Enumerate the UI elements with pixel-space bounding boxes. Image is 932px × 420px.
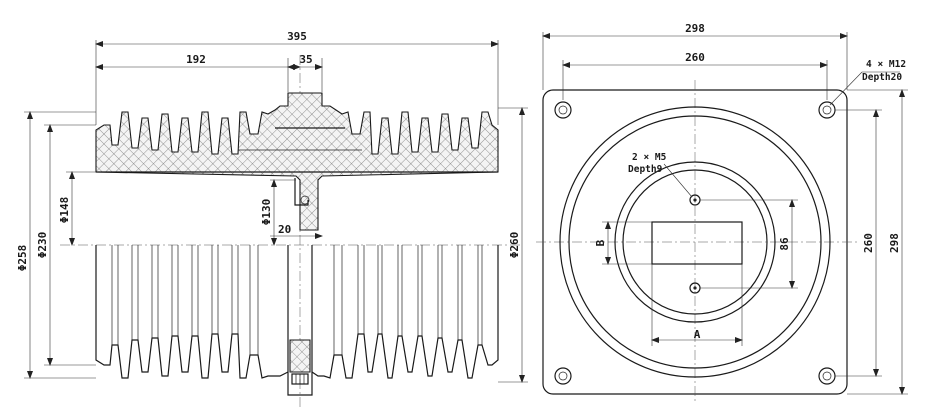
- bolt-note: 4 × M12: [866, 59, 906, 70]
- screw-note: 2 × M5: [632, 152, 667, 163]
- dim-overall-width: 395: [95, 30, 499, 125]
- dim-b: B: [594, 221, 652, 265]
- dim-bore-width-label: 20: [278, 223, 291, 236]
- dim-dia-right-label: Φ260: [508, 232, 521, 259]
- rectangular-opening: [651, 221, 743, 265]
- bolt-callout: 4 × M12 Depth20: [829, 59, 906, 106]
- bolt-depth: Depth20: [862, 72, 902, 83]
- dim-dia-outer: Φ258: [16, 111, 96, 379]
- bore-circle: [622, 169, 768, 315]
- dim-bolt-spacing-vertical: 260: [835, 109, 882, 377]
- dim-dia-inner: Φ148: [58, 171, 96, 246]
- dim-a: A: [651, 264, 743, 346]
- lower-insulator-body: [95, 245, 499, 379]
- dim-flange-width: 298: [542, 22, 848, 90]
- dim-flange-width-label: 298: [685, 22, 705, 35]
- screw-depth: Depth9: [628, 164, 663, 175]
- dim-screw-spacing-label: 86: [778, 237, 791, 251]
- dim-b-label: B: [594, 239, 607, 246]
- end-view: 298 260 4 × M12 Depth20 2 × M5 Depth9 B: [536, 22, 908, 404]
- corner-bolt-hole-bl: [554, 367, 572, 385]
- dim-bolt-spacing-label: 260: [685, 51, 705, 64]
- dim-dia-outer-label: Φ258: [16, 245, 29, 272]
- corner-bolt-hole-tl: [554, 101, 572, 119]
- dim-flange-height: 298: [847, 89, 908, 395]
- dim-screw-spacing: 86: [700, 199, 798, 289]
- bore-insert-section: [289, 339, 311, 373]
- upper-insulator-section: [95, 92, 499, 231]
- dim-dia-inner-label: Φ148: [58, 197, 71, 224]
- dim-a-label: A: [694, 328, 701, 341]
- dim-half-width: 192: [95, 53, 301, 70]
- second-circle: [568, 115, 822, 369]
- lower-rib-lines: [111, 245, 483, 355]
- dim-bore-width: 20: [270, 223, 323, 239]
- dim-dia-bore-label: Φ130: [260, 199, 273, 226]
- dim-dia-bore: Φ130: [260, 179, 296, 246]
- outer-circle: [559, 106, 831, 378]
- corner-bolt-hole-br: [818, 367, 836, 385]
- central-bore: [287, 245, 313, 396]
- dim-top-boss-label: 35: [299, 53, 312, 66]
- dim-bolt-spacing: 260: [562, 51, 828, 100]
- dim-bolt-spacing-vertical-label: 260: [862, 233, 875, 253]
- dim-dia-second-label: Φ230: [36, 232, 49, 259]
- corner-bolt-hole-tr: [818, 101, 836, 119]
- insert-pin-head: [300, 195, 310, 205]
- dim-top-boss-width: 35: [287, 53, 323, 92]
- dim-flange-height-label: 298: [888, 233, 901, 253]
- dim-dia-right: Φ260: [498, 107, 528, 383]
- front-section-view: 395 192 35 20 Φ258 Φ230: [16, 30, 528, 410]
- dim-overall-width-label: 395: [287, 30, 307, 43]
- dim-half-width-label: 192: [186, 53, 206, 66]
- dim-dia-second: Φ230: [36, 124, 96, 366]
- inner-circle: [614, 161, 776, 323]
- screw-callout: 2 × M5 Depth9: [628, 152, 693, 198]
